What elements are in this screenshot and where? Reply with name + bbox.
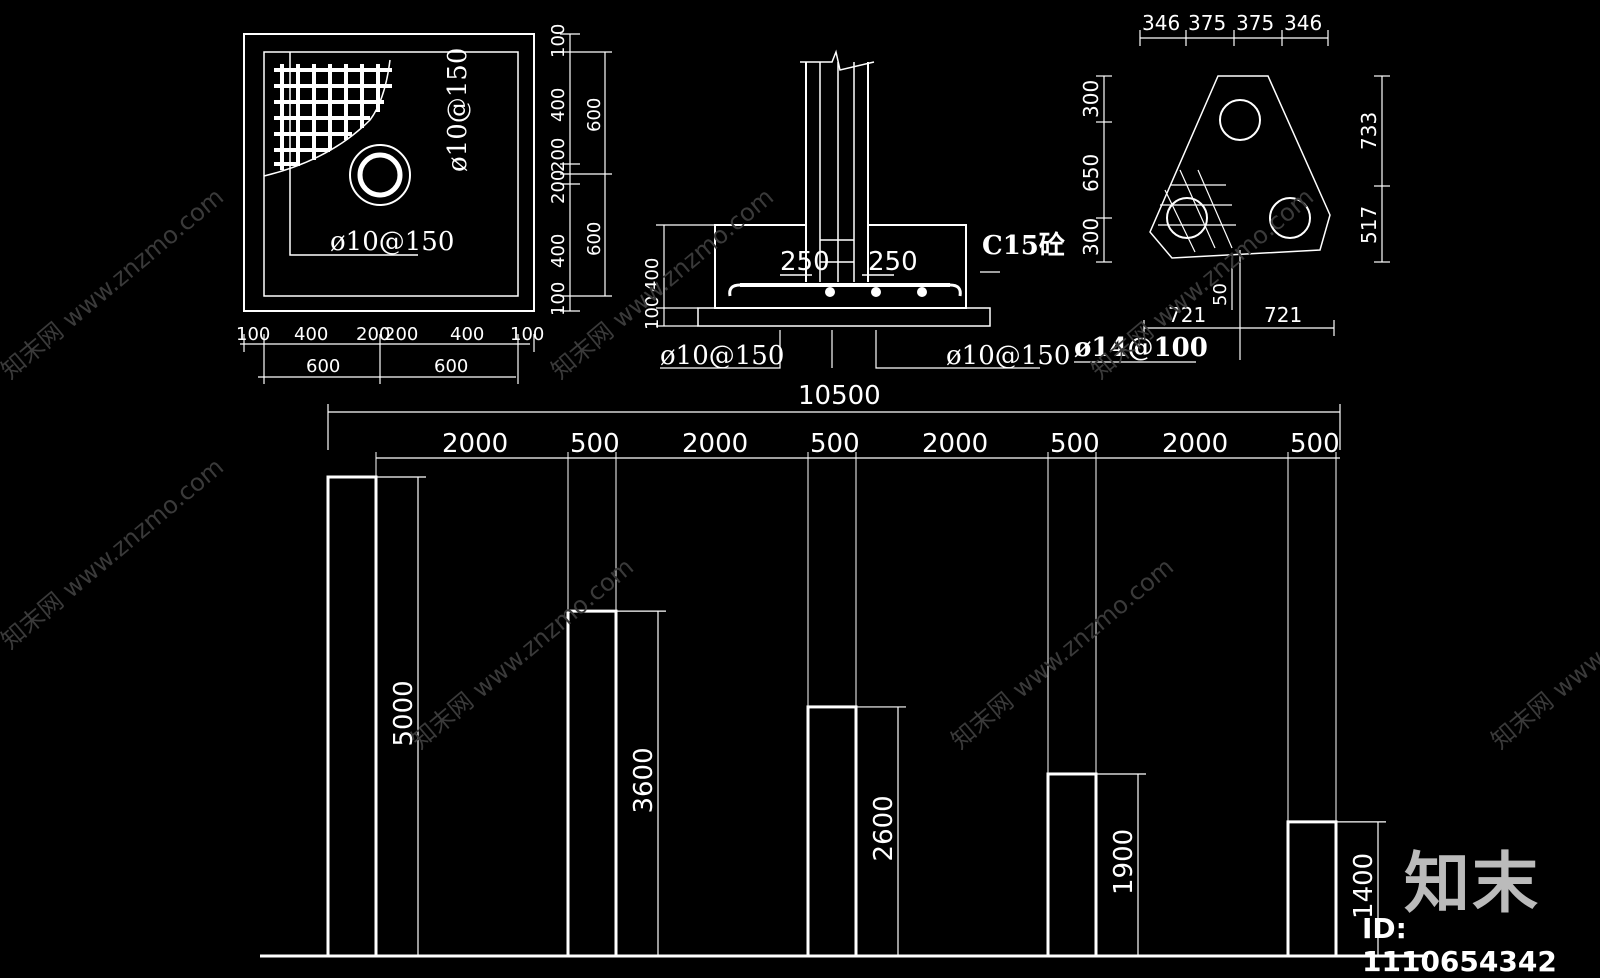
svg-text:346: 346 [1142,11,1180,35]
spacing-label: 500 [1290,429,1340,459]
section-height-base: 400 [642,258,663,292]
triangle-hole-top [1219,99,1261,141]
column-3 [806,705,858,958]
plan-dims-bottom: 100 400 200 200 400 100 600 600 [236,324,544,377]
svg-text:200: 200 [356,324,390,345]
triangle-rebar-label: ø14@100 [1074,333,1208,363]
svg-text:知末网 www.znzmo.com: 知末网 www.znzmo.com [0,453,229,655]
spacing-label: 2000 [1162,429,1228,459]
column-4 [1046,772,1098,958]
column-circle-outer [349,144,411,206]
triangle-hole-left [1166,197,1208,239]
svg-text:375: 375 [1188,11,1226,35]
columns: 5000 3600 2600 1900 1400 [326,452,1386,958]
triangle-dims-top: 346 375 375 346 [1142,11,1322,35]
rebar-mesh [274,64,392,170]
triangle-view [1074,30,1390,363]
section-height-pad: 100 [642,296,663,330]
svg-text:知末网 www.znzmo.com: 知末网 www.znzmo.com [406,553,639,755]
spacing-labels: 2000 500 2000 500 2000 500 2000 500 [442,429,1340,459]
section-width-left: 250 [780,247,830,277]
plan-inner-outline [263,51,519,297]
svg-text:600: 600 [306,356,340,377]
column-5 [1286,820,1338,958]
svg-text:733: 733 [1357,112,1381,150]
triangle-dims-left: 300 650 300 [1079,80,1103,256]
drawing-id-label: ID: 1110654342 [1362,912,1557,978]
plan-dims-right: 100 400 200 200 400 100 600 600 [548,24,605,316]
elevation-view: 10500 2000 500 2000 500 2000 500 2000 500 5000 3… [260,381,1428,958]
plan-outer-outline [243,33,535,312]
plan-rebar-label-vertical: ø10@150 [443,48,473,172]
triangle-footing [1149,75,1331,259]
column-height-label: 2600 [869,795,899,861]
svg-text:600: 600 [584,98,605,132]
svg-text:200: 200 [548,170,569,204]
brand-logo: 知末 [1404,845,1540,922]
svg-text:200: 200 [384,324,418,345]
total-width-label: 10500 [798,381,881,411]
column-height-label: 3600 [629,747,659,813]
column-2 [566,609,618,958]
svg-text:100: 100 [548,282,569,316]
svg-text:100: 100 [236,324,270,345]
triangle-rebar-hatch [1158,169,1236,253]
svg-text:知末网 www.znzmo.com: 知末网 www.znzmo.com [1486,553,1600,755]
break-line [263,59,391,177]
column-height-label: 1900 [1109,829,1139,895]
spacing-label: 500 [570,429,620,459]
triangle-hole-right [1269,197,1311,239]
triangle-bottom-dim-right: 721 [1264,303,1302,327]
spacing-label: 2000 [682,429,748,459]
triangle-dims-right: 733 517 [1357,112,1381,244]
column-height-label: 1400 [1349,853,1379,919]
svg-text:知末网 www.znzmo.com: 知末网 www.znzmo.com [0,183,229,385]
svg-text:100: 100 [548,24,569,58]
triangle-bottom-dim-left: 721 [1168,303,1206,327]
section-width-right: 250 [868,247,918,277]
svg-text:517: 517 [1357,206,1381,244]
plan-rebar-label-bottom: ø10@150 [330,227,454,257]
svg-text:400: 400 [548,88,569,122]
section-view [656,49,1040,369]
spacing-label: 500 [1050,429,1100,459]
section-rebar-left: ø10@150 [660,341,784,371]
column-1 [326,475,378,958]
c15-pad [697,307,991,327]
section-rebar-right: ø10@150 [946,341,1070,371]
svg-text:600: 600 [434,356,468,377]
svg-text:200: 200 [548,138,569,172]
svg-text:300: 300 [1079,80,1103,118]
svg-text:600: 600 [584,222,605,256]
svg-text:400: 400 [294,324,328,345]
plan-rebar-line [289,52,418,256]
svg-text:400: 400 [548,234,569,268]
svg-text:650: 650 [1079,154,1103,192]
svg-text:375: 375 [1236,11,1274,35]
spacing-label: 2000 [442,429,508,459]
column-height-label: 5000 [389,680,419,746]
svg-text:400: 400 [450,324,484,345]
plan-view [240,33,612,384]
svg-text:346: 346 [1284,11,1322,35]
spacing-label: 500 [810,429,860,459]
spacing-label: 2000 [922,429,988,459]
svg-text:知末网 www.znzmo.com: 知末网 www.znzmo.com [946,553,1179,755]
triangle-inner-dim: 50 [1210,283,1231,306]
svg-text:100: 100 [510,324,544,345]
concrete-grade-label: C15砼 [982,231,1065,261]
svg-text:300: 300 [1079,218,1103,256]
column-circle-inner [357,152,403,198]
